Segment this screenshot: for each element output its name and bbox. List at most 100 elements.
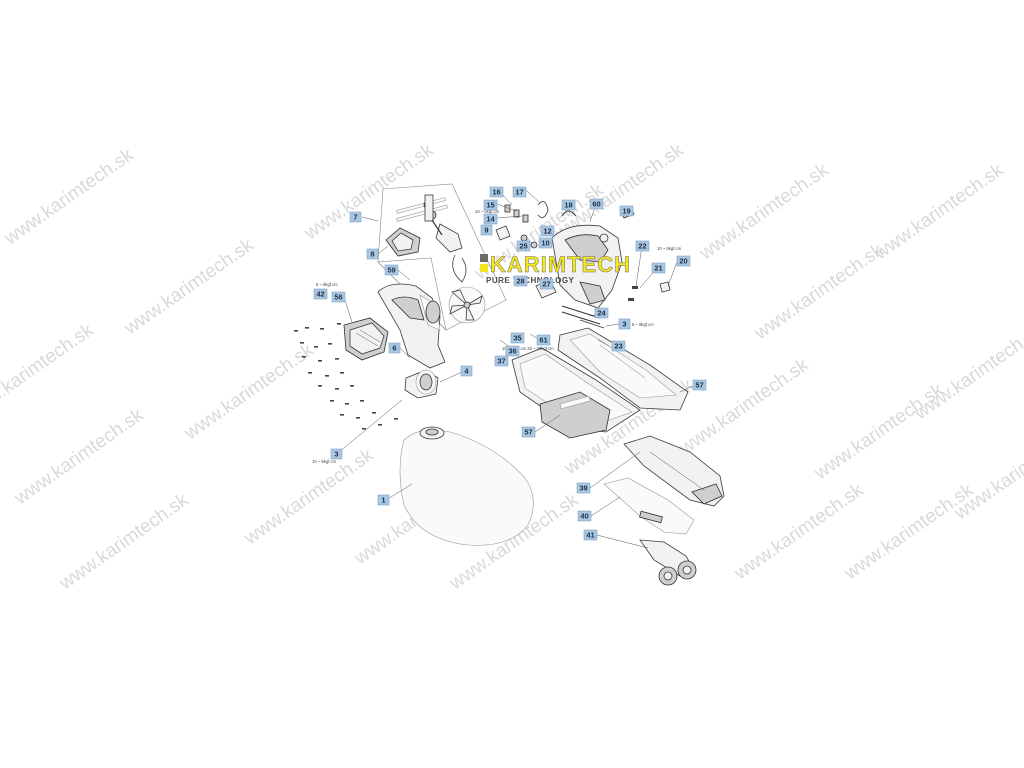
bottom-plate-40 (603, 477, 695, 535)
svg-text:24: 24 (597, 309, 606, 318)
svg-text:22: 22 (638, 242, 646, 251)
callout-21: 21 (651, 262, 666, 274)
handle-56 (343, 317, 389, 361)
callout-labels: 1 3 3 4 6 7 8 9 10 12 14 15 16 17 18 19 … (313, 186, 707, 541)
fan-assembly (448, 254, 486, 324)
callout-1: 1 (377, 494, 390, 506)
wheel-assembly-41 (639, 539, 697, 586)
callout-37: 37 (494, 355, 509, 367)
callout-61: 61 (536, 334, 551, 346)
torque-note: 8 ~ 8kgf.cm (632, 322, 654, 327)
motor-housing-60 (551, 224, 623, 309)
svg-text:39: 39 (579, 484, 587, 493)
svg-text:40: 40 (580, 512, 588, 521)
svg-text:59: 59 (387, 266, 395, 275)
svg-text:14: 14 (486, 215, 495, 224)
callout-40: 40 (577, 510, 592, 522)
svg-text:42: 42 (316, 290, 324, 299)
svg-text:20: 20 (679, 257, 687, 266)
svg-text:7: 7 (353, 213, 357, 222)
watermark: www.karimtech.sk (180, 339, 318, 444)
svg-text:25: 25 (519, 242, 527, 251)
svg-text:18: 18 (564, 201, 572, 210)
callout-59: 59 (384, 264, 399, 276)
svg-text:37: 37 (497, 357, 505, 366)
svg-text:9: 9 (484, 226, 488, 235)
callout-24: 24 (594, 307, 609, 319)
watermark: www.karimtech.sk (0, 144, 138, 249)
watermark: www.karimtech.sk (695, 159, 833, 264)
watermark: www.karimtech.sk (910, 319, 1024, 424)
svg-text:17: 17 (515, 188, 523, 197)
callout-56: 56 (331, 291, 346, 303)
torque-note: 10 ~ 5kgf.cm (657, 246, 682, 251)
callout-27: 27 (539, 278, 554, 290)
svg-text:27: 27 (542, 280, 550, 289)
watermark: www.karimtech.sk (300, 139, 438, 244)
svg-text:4: 4 (464, 367, 469, 376)
callout-3: 3 (618, 318, 631, 330)
callout-4: 4 (460, 365, 473, 377)
callout-28: 28 (513, 275, 528, 287)
svg-text:56: 56 (334, 293, 342, 302)
callout-57: 57 (521, 426, 536, 438)
svg-text:41: 41 (586, 531, 594, 540)
watermark: www.karimtech.sk (120, 234, 258, 339)
callout-3: 3 (330, 448, 343, 460)
svg-text:28: 28 (516, 277, 524, 286)
upper-housing-59 (377, 283, 446, 369)
callout-36: 36 (505, 345, 520, 357)
callout-18: 18 (561, 199, 576, 211)
callout-7: 7 (349, 211, 362, 223)
svg-text:12: 12 (543, 227, 551, 236)
callout-23: 23 (611, 340, 626, 352)
svg-text:8: 8 (370, 250, 374, 259)
callout-6: 6 (388, 342, 401, 354)
callout-42: 42 (313, 288, 328, 300)
tube-half-57 (511, 347, 641, 439)
logo-tagline: PURE TECHNOLOGY (486, 276, 575, 285)
collection-bag-1 (399, 426, 534, 546)
svg-text:3: 3 (334, 450, 338, 459)
callout-14: 14 (483, 213, 498, 225)
torque-note: 8 ~ 8kgf.cm (316, 282, 338, 287)
trigger-assembly (385, 194, 463, 257)
watermark: www.karimtech.sk (870, 159, 1008, 264)
logo-mark (480, 254, 488, 262)
callout-41: 41 (583, 529, 598, 541)
watermark: www.karimtech.sk (675, 354, 813, 459)
svg-text:57: 57 (524, 428, 532, 437)
callout-16: 16 (489, 186, 504, 198)
rail-24 (561, 305, 605, 329)
watermark: www.karimtech.sk (10, 404, 148, 509)
callout-17: 17 (512, 186, 527, 198)
callout-8: 8 (366, 248, 379, 260)
watermark: www.karimtech.sk (55, 489, 193, 594)
callout-60: 60 (589, 198, 604, 210)
svg-text:6: 6 (392, 344, 396, 353)
callout-25: 25 (516, 240, 531, 252)
tube-half-23 (557, 327, 689, 411)
svg-text:57: 57 (695, 381, 703, 390)
svg-text:1: 1 (381, 496, 385, 505)
watermark: www.karimtech.sk (950, 419, 1024, 524)
callout-19: 19 (619, 205, 634, 217)
svg-text:16: 16 (492, 188, 500, 197)
svg-text:21: 21 (654, 264, 662, 273)
nozzle-4 (404, 369, 439, 399)
svg-text:23: 23 (614, 342, 622, 351)
svg-text:35: 35 (513, 334, 521, 343)
torque-note: 10 ~ 5kgf.cm (312, 459, 337, 464)
svg-text:10: 10 (541, 239, 549, 248)
svg-text:36: 36 (508, 347, 516, 356)
watermark: www.karimtech.sk (750, 239, 888, 344)
callout-12: 12 (540, 225, 555, 237)
svg-text:3: 3 (622, 320, 626, 329)
top-cover-39 (623, 435, 725, 507)
karimtech-logo: KARIMTECH PURE TECHNOLOGY (480, 252, 630, 285)
torque-notes: 10 ~ 5kgf.cm 8 ~ 8kgf.cm 10 ~ 5kgf.cm 8 … (312, 209, 682, 464)
callout-39: 39 (576, 482, 591, 494)
callout-22: 22 (635, 240, 650, 252)
logo-mark (480, 264, 488, 272)
